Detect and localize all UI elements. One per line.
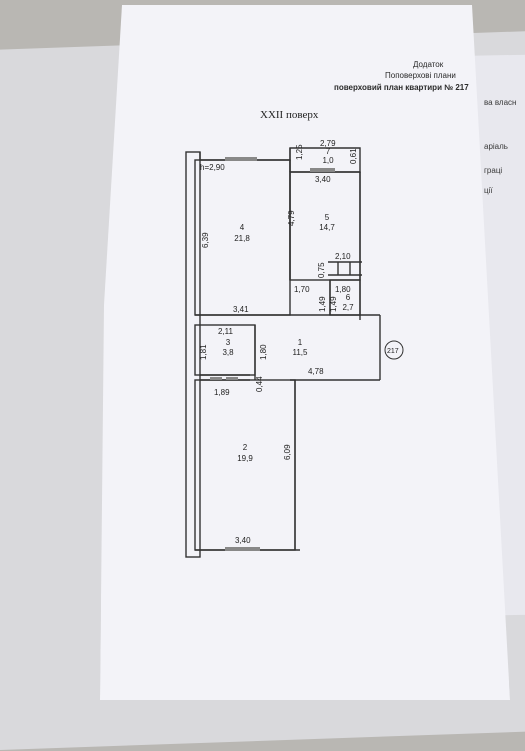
dimension-label: 4,79 <box>287 210 296 226</box>
ceiling-height-note: h=2,90 <box>200 163 225 172</box>
adjacent-sheet-text: граці <box>484 166 503 175</box>
room-number: 7 <box>326 147 331 156</box>
room-area: 2,7 <box>342 303 354 312</box>
dimension-label: 1,80 <box>259 344 268 360</box>
floor-plan: 217 h=2,90 1 11,5 2 19,9 3 3,8 4 21,8 5 … <box>185 139 404 558</box>
dimension-label: 1,25 <box>295 144 304 160</box>
header-appendix: Додаток <box>413 60 444 69</box>
room-area: 1,0 <box>322 156 334 165</box>
dimension-label: 1,80 <box>335 285 351 294</box>
dimension-label: 1,89 <box>214 388 230 397</box>
room-number: 6 <box>346 293 351 302</box>
floor-label: XXII поверх <box>260 109 319 121</box>
room-area: 21,8 <box>234 234 250 243</box>
dimension-label: 0,75 <box>317 262 326 278</box>
dimension-label: 6,09 <box>283 444 292 460</box>
room-area: 19,9 <box>237 454 253 463</box>
adjacent-sheet-text: аріаль <box>484 142 508 151</box>
header-floor-plans: Поповерхові плани <box>385 71 456 80</box>
room-area: 11,5 <box>293 348 309 357</box>
dimension-label: 0,61 <box>349 148 358 164</box>
dimension-label: 2,79 <box>320 139 336 148</box>
adjacent-sheet-text: ва власн <box>484 98 517 107</box>
dimension-label: 0,44 <box>255 376 264 392</box>
room-number: 5 <box>325 213 330 222</box>
dimension-label: 1,70 <box>294 285 310 294</box>
apartment-tag: 217 <box>387 348 399 355</box>
dimension-label: 4,78 <box>308 367 324 376</box>
dimension-label: 1,49 <box>318 296 327 312</box>
dimension-label: 2,10 <box>335 252 351 261</box>
room-number: 3 <box>226 338 231 347</box>
room-number: 1 <box>298 338 303 347</box>
room-number: 2 <box>243 443 248 452</box>
room-number: 4 <box>240 223 245 232</box>
dimension-label: 1,49 <box>329 296 338 312</box>
dimension-label: 3,40 <box>315 175 331 184</box>
room-area: 14,7 <box>319 223 335 232</box>
dimension-label: 3,41 <box>233 305 249 314</box>
adjacent-sheet-text: ції <box>484 186 493 195</box>
room-area: 3,8 <box>222 348 234 357</box>
document-page <box>100 5 510 700</box>
dimension-label: 3,40 <box>235 536 251 545</box>
dimension-label: 1,81 <box>199 344 208 360</box>
dimension-label: 6,39 <box>201 232 210 248</box>
dimension-label: 2,11 <box>218 327 234 336</box>
header-apartment-plan: поверховий план квартири № 217 <box>334 83 469 92</box>
